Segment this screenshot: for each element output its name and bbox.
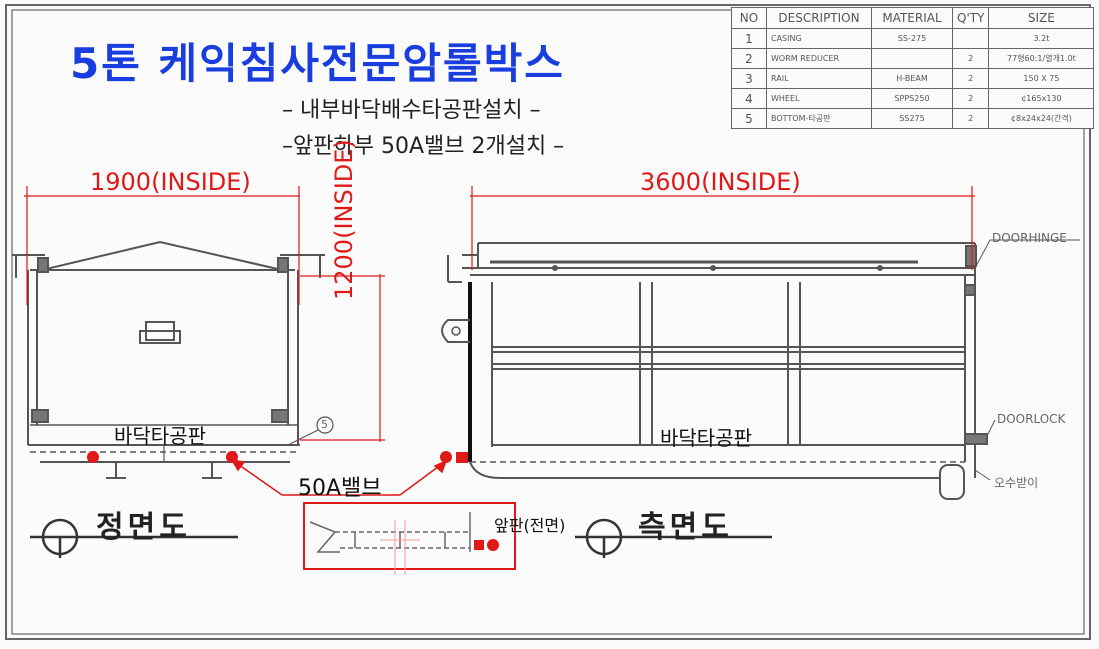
bom-cell-description: CASING — [766, 28, 872, 49]
front-dimensions — [24, 186, 385, 442]
valve-marker-detail-2 — [487, 539, 499, 551]
valve-detail-box — [303, 502, 516, 575]
bom-cell-material: H-BEAM — [871, 68, 953, 89]
bill-of-materials-table: NO DESCRIPTION MATERIAL Q'TY SIZE 1 CASI… — [731, 7, 1095, 129]
front-view — [12, 240, 334, 479]
table-row: 3 RAIL H-BEAM 2 150 X 75 — [731, 68, 1095, 89]
bom-cell-size: 77형60:1/열개1.0t — [988, 48, 1095, 69]
section-symbols — [30, 518, 772, 558]
side-floor-label: 바닥타공판 — [660, 426, 752, 450]
note-front-valves: –앞판하부 50A밸브 2개설치 – — [282, 134, 565, 159]
bom-cell-material: SS275 — [871, 108, 953, 129]
front-item-callout: 5 — [321, 418, 328, 431]
table-row: 4 WHEEL SPPS250 2 ¢165x130 — [731, 88, 1095, 109]
bom-header-qty: Q'TY — [951, 7, 990, 29]
drawing-frame — [5, 4, 1091, 640]
bom-cell-description: RAIL — [766, 68, 872, 89]
front-floor-label: 바닥타공판 — [114, 424, 206, 448]
bom-cell-material: SPPS250 — [871, 88, 953, 109]
door-lock-label: DOORLOCK — [997, 412, 1066, 426]
bom-header-size: SIZE — [988, 7, 1095, 29]
side-dimensions — [470, 186, 975, 270]
table-row: 2 WORM REDUCER 2 77형60:1/열개1.0t — [731, 48, 1095, 69]
table-row: 1 CASING SS-275 3.2t — [731, 28, 1095, 49]
bom-cell-no: 3 — [731, 68, 767, 89]
bom-cell-qty: 2 — [951, 108, 990, 129]
bom-cell-size: 3.2t — [988, 28, 1095, 49]
bom-cell-no: 4 — [731, 88, 767, 109]
valve-marker-front-left — [87, 451, 99, 463]
bom-cell-no: 2 — [731, 48, 767, 69]
bom-cell-qty: 2 — [951, 88, 990, 109]
door-hinge-label: DOORHINGE — [992, 231, 1067, 245]
side-length-dimension: 3600(INSIDE) — [640, 168, 801, 196]
bom-cell-qty — [951, 28, 990, 49]
bom-cell-size: 150 X 75 — [988, 68, 1095, 89]
side-view — [441, 239, 1080, 500]
page-title: 5톤 케익침사전문암롤박스 — [70, 39, 565, 88]
bom-cell-qty: 2 — [951, 48, 990, 69]
side-view-name: 측면도 — [638, 510, 733, 545]
valve-marker-side-2 — [456, 452, 468, 463]
bom-header-material: MATERIAL — [871, 7, 953, 29]
front-height-dimension: 1200(INSIDE) — [330, 139, 358, 300]
bom-cell-material — [871, 48, 953, 69]
bom-cell-size: ¢165x130 — [988, 88, 1095, 109]
valve-marker-detail-1 — [474, 540, 484, 550]
bom-header-row: NO DESCRIPTION MATERIAL Q'TY SIZE — [731, 7, 1095, 29]
bom-cell-size: ¢8x24x24(간격) — [988, 108, 1095, 129]
drain-pan-label: 오수받이 — [994, 476, 1039, 490]
bom-cell-description: WORM REDUCER — [766, 48, 872, 69]
note-floor-drain: – 내부바닥배수타공판설치 – — [282, 98, 541, 123]
valve-detail-label: 앞판(전면) — [494, 516, 566, 535]
front-view-name: 정면도 — [96, 510, 191, 545]
table-row: 5 BOTTOM-타공판 SS275 2 ¢8x24x24(간격) — [731, 108, 1095, 129]
bom-header-description: DESCRIPTION — [766, 7, 872, 29]
valve-label: 50A밸브 — [298, 476, 382, 501]
valve-arrows — [230, 458, 448, 496]
bom-cell-no: 5 — [731, 108, 767, 129]
bom-cell-description: BOTTOM-타공판 — [766, 108, 872, 129]
valve-marker-side-1 — [440, 451, 452, 463]
bom-cell-material: SS-275 — [871, 28, 953, 49]
bom-cell-qty: 2 — [951, 68, 990, 89]
front-width-dimension: 1900(INSIDE) — [90, 168, 251, 196]
bom-header-no: NO — [731, 7, 767, 29]
bom-cell-description: WHEEL — [766, 88, 872, 109]
bom-cell-no: 1 — [731, 28, 767, 49]
